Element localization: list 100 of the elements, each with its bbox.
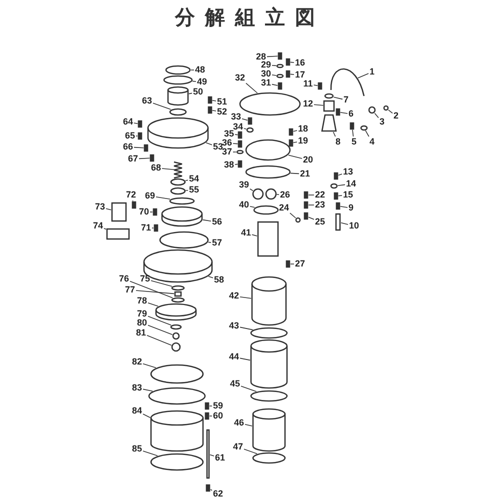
ring-drawing — [170, 324, 182, 330]
leader-line — [308, 194, 314, 196]
callout-number: 41 — [241, 228, 251, 238]
part-drawing — [321, 114, 337, 132]
cylinder-part-drawing — [167, 86, 189, 106]
ring-drawing — [150, 453, 204, 471]
leader-line — [136, 290, 174, 294]
leader-line — [293, 130, 298, 132]
leader-line — [332, 132, 336, 137]
ring-drawing — [170, 187, 186, 195]
leader-line — [365, 130, 370, 137]
callout-number: 34 — [233, 122, 243, 132]
callout-number: 73 — [95, 202, 105, 212]
callout-number: 16 — [295, 58, 305, 68]
callout-number: 60 — [213, 412, 223, 420]
callout-number: 8 — [336, 138, 340, 146]
leader-line — [134, 122, 138, 124]
leader-line — [252, 234, 258, 236]
callout-number: 84 — [132, 406, 142, 416]
callout-number: 54 — [189, 174, 199, 184]
callout-number: 39 — [239, 180, 249, 190]
leader-line — [142, 450, 158, 456]
ball-drawing — [265, 188, 277, 200]
leader-line — [250, 188, 254, 192]
callout-number: 46 — [234, 418, 244, 428]
screw-drawing — [278, 82, 282, 90]
callout-number: 44 — [229, 352, 239, 362]
screw-drawing — [208, 96, 212, 104]
screw-drawing — [132, 201, 136, 209]
leader-line — [106, 208, 112, 210]
leader-line — [185, 190, 188, 191]
leader-line — [358, 73, 369, 78]
callout-number: 10 — [349, 222, 359, 230]
leader-line — [244, 128, 247, 130]
leader-line — [272, 65, 277, 66]
leader-line — [288, 154, 302, 159]
leader-line — [290, 62, 294, 63]
callout-number: 51 — [217, 98, 227, 106]
screw-drawing — [304, 201, 308, 209]
callout-number: 72 — [126, 190, 136, 200]
screw-drawing — [350, 122, 354, 130]
callout-number: 23 — [315, 200, 325, 210]
callout-number: 55 — [189, 186, 199, 194]
leader-line — [340, 206, 348, 208]
leader-line — [188, 92, 192, 94]
screw-drawing — [238, 160, 242, 168]
block-part-drawing — [257, 221, 279, 257]
leader-line — [212, 100, 216, 102]
callout-number: 67 — [128, 154, 138, 164]
ring-drawing — [250, 327, 288, 339]
leader-line — [314, 104, 324, 106]
leader-line — [240, 326, 254, 330]
callout-number: 35 — [224, 130, 234, 138]
callout-number: 12 — [303, 100, 313, 108]
callout-number: 21 — [300, 170, 310, 178]
callout-number: 52 — [217, 108, 227, 116]
callout-number: 81 — [136, 328, 146, 338]
leader-line — [250, 206, 255, 208]
ring-drawing — [360, 125, 368, 131]
callout-number: 38 — [224, 160, 234, 170]
ball-drawing — [383, 105, 389, 111]
leader-line — [338, 174, 342, 176]
ball-drawing — [172, 332, 180, 340]
cylinder-part-drawing — [252, 408, 286, 452]
callout-number: 33 — [231, 112, 241, 122]
callout-number: 49 — [197, 78, 207, 86]
leader-line — [202, 219, 212, 222]
leader-line — [290, 74, 294, 75]
callout-number: 59 — [213, 402, 223, 410]
leader-line — [234, 134, 238, 136]
screw-drawing — [238, 131, 242, 139]
ring-drawing — [171, 285, 185, 291]
diagram-title: 分解組立図 — [174, 4, 326, 31]
ring-drawing — [245, 165, 291, 179]
callout-number: 48 — [195, 66, 205, 74]
callout-number: 32 — [235, 74, 245, 82]
leader-line — [212, 110, 216, 112]
callout-number: 80 — [137, 318, 147, 328]
leader-line — [148, 316, 172, 326]
leader-line — [206, 142, 212, 146]
callout-number: 14 — [346, 180, 356, 188]
callout-number: 5 — [352, 138, 356, 146]
callout-number: 24 — [279, 204, 289, 212]
leader-line — [338, 195, 342, 196]
callout-number: 77 — [125, 286, 135, 294]
screw-drawing — [154, 224, 158, 232]
screw-drawing — [144, 144, 148, 152]
ring-drawing — [276, 64, 284, 68]
ring-drawing — [252, 452, 286, 464]
block-part-drawing — [174, 291, 182, 297]
screw-drawing — [248, 117, 252, 125]
callout-number: 43 — [229, 322, 239, 330]
screw-drawing — [334, 192, 338, 200]
screw-drawing — [204, 412, 210, 420]
callout-number: 53 — [213, 142, 223, 152]
callout-number: 28 — [256, 52, 266, 62]
screw-drawing — [206, 484, 210, 492]
leader-line — [142, 388, 153, 392]
leader-line — [210, 454, 214, 456]
callout-number: 75 — [140, 274, 150, 284]
